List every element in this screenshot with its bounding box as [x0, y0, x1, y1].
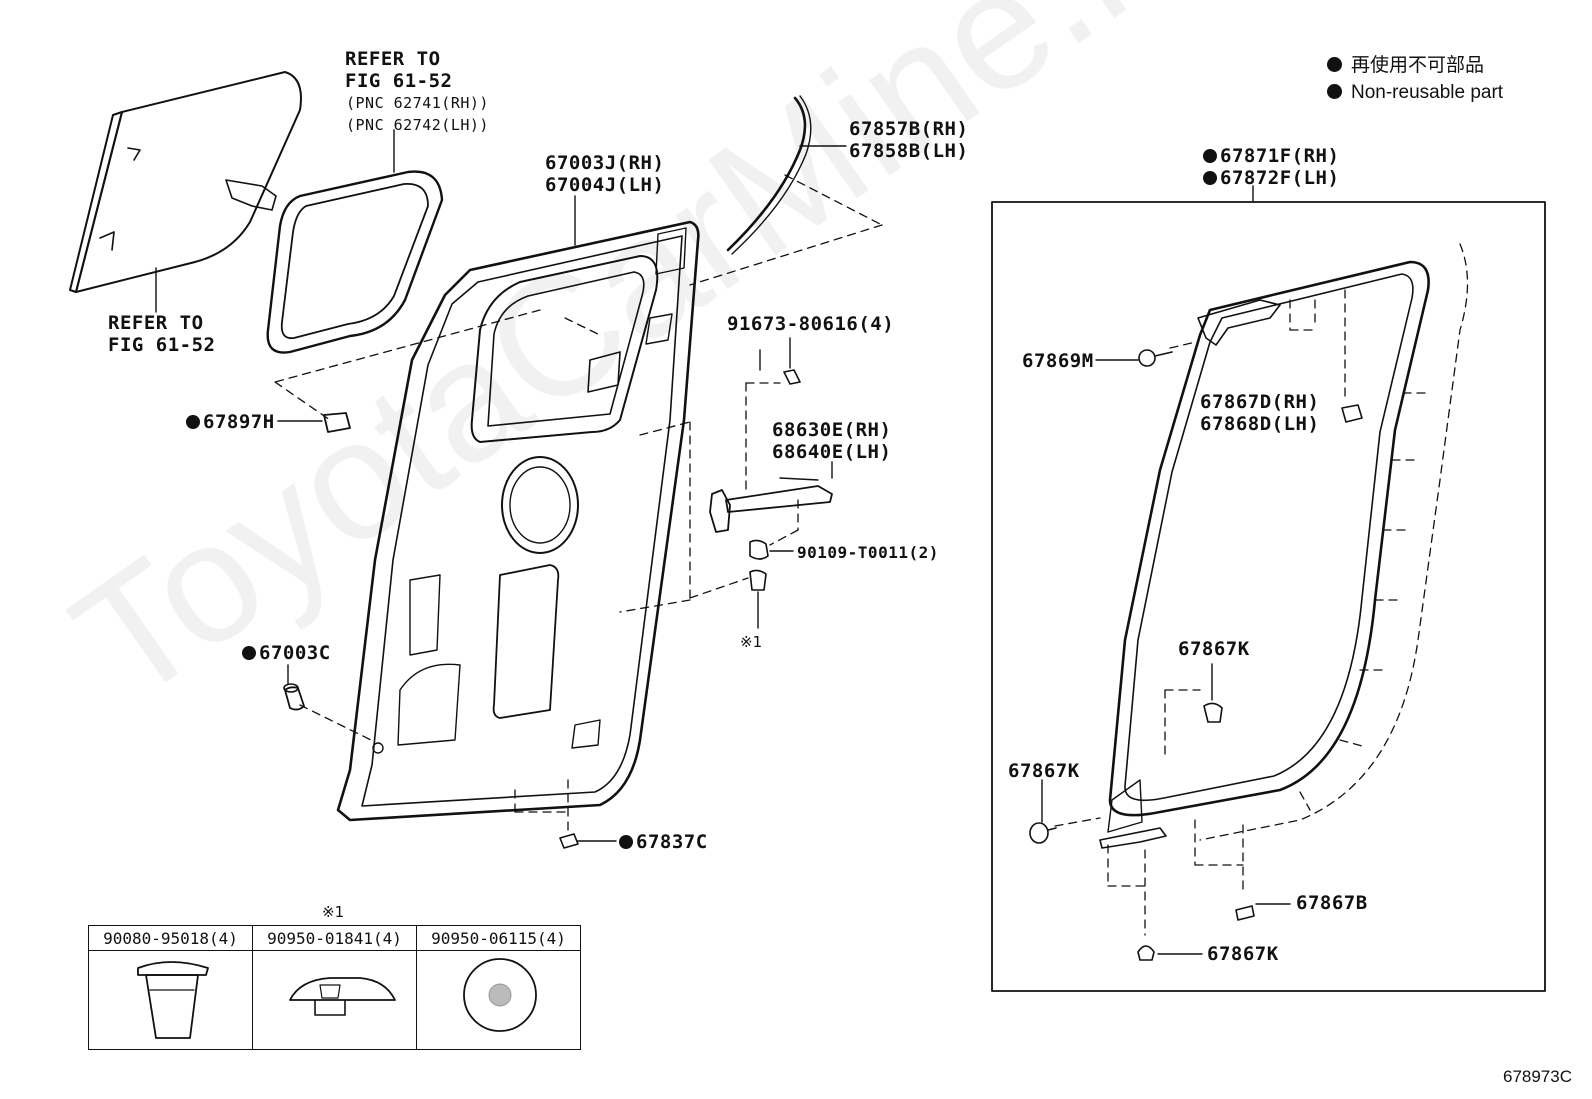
non-reusable-dot-icon [186, 415, 200, 429]
non-reusable-dot-icon [619, 835, 633, 849]
parts-table-cell [252, 950, 417, 1050]
glass-weatherstrip [266, 129, 444, 354]
door-moulding [726, 95, 847, 255]
label-68630E: 68630E(RH) 68640E(LH) [772, 419, 892, 463]
clip-67837C [559, 833, 617, 849]
clip-67869M [1095, 349, 1173, 367]
door-weatherstrip [1099, 260, 1430, 849]
legend: 再使用不可部品 Non-reusable part [1327, 52, 1503, 106]
label-67857B: 67857B(RH) 67858B(LH) [849, 118, 969, 162]
label-67867K-upper: 67867K [1178, 638, 1250, 660]
label-refer-top: REFER TO FIG 61-52 [345, 48, 453, 92]
legend-row-jp: 再使用不可部品 [1327, 52, 1503, 79]
bolt-90109 [749, 539, 794, 560]
parts-table-header-cell: 90950-06115(4) [416, 925, 581, 951]
label-refer-left: REFER TO FIG 61-52 [108, 312, 216, 356]
parts-table-header-cell: 90080-95018(4) [88, 925, 253, 951]
label-67871F: 67871F(RH) 67872F(LH) [1203, 145, 1339, 189]
clip-67867K-bottom [1137, 945, 1203, 961]
parts-table: 90080-95018(4) 90950-01841(4) 90950-0611… [88, 925, 581, 1050]
label-refer-top-pnc: (PNC 62741(RH)) (PNC 62742(LH)) [346, 94, 489, 134]
label-67837C: 67837C [619, 831, 708, 853]
parts-table-cell [416, 950, 581, 1050]
label-67869M: 67869M [1022, 350, 1094, 372]
label-91673: 91673-80616(4) [727, 313, 895, 335]
non-reusable-dot-icon [1203, 171, 1217, 185]
outline-projection [1054, 243, 1469, 936]
label-67003C: 67003C [242, 642, 331, 664]
projection-lines [274, 174, 883, 836]
clip-67867D [1341, 404, 1363, 423]
clip-67897H [277, 412, 351, 433]
door-check [709, 477, 833, 533]
non-reusable-dot-icon [242, 646, 256, 660]
note-mark-table: ※1 [322, 903, 345, 921]
parts-table-header: 90080-95018(4) 90950-01841(4) 90950-0611… [88, 925, 581, 951]
label-67897H: 67897H [186, 411, 275, 433]
non-reusable-dot-icon [1327, 84, 1342, 99]
figure-code: 678973C [1502, 1067, 1572, 1086]
parts-table-header-cell: 90950-01841(4) [252, 925, 417, 951]
legend-row-en: Non-reusable part [1327, 79, 1503, 106]
clip-67867B [1235, 903, 1291, 921]
clip-67867K-left [1029, 779, 1057, 844]
label-90109: 90109-T0011(2) [797, 543, 939, 562]
note-mark-clip: ※1 [740, 633, 763, 651]
weatherstrip-detail-box [991, 201, 1546, 992]
clip-67867K-upper [1203, 663, 1223, 723]
non-reusable-dot-icon [1203, 149, 1217, 163]
clip-note1 [749, 569, 767, 629]
bolt-91673 [783, 337, 801, 385]
label-67867K-bottom: 67867K [1207, 943, 1279, 965]
leader-lines [759, 349, 833, 479]
label-67867B: 67867B [1296, 892, 1368, 914]
parts-table-cell [88, 950, 253, 1050]
label-67867D: 67867D(RH) 67868D(LH) [1200, 391, 1320, 435]
label-67867K-left: 67867K [1008, 760, 1080, 782]
bumper-67003C [283, 664, 384, 754]
quarter-glass [69, 71, 302, 313]
parts-table-row [88, 950, 581, 1050]
non-reusable-dot-icon [1327, 57, 1342, 72]
door-panel [336, 195, 700, 822]
label-67003J: 67003J(RH) 67004J(LH) [545, 152, 665, 196]
